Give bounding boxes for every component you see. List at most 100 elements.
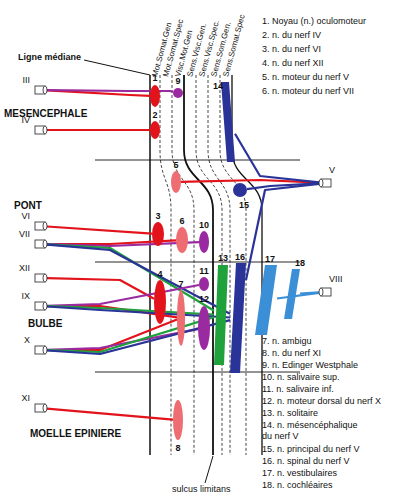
nucleus-shape: 12 — [198, 306, 210, 350]
nucleus-number: 12 — [199, 295, 209, 304]
nerve-fiber — [47, 244, 214, 310]
nucleus-shape: 17 — [255, 265, 277, 335]
region-label: PONT — [14, 200, 42, 211]
nucleus-shape: 9 — [173, 88, 183, 98]
nucleus-fill — [230, 263, 246, 373]
nucleus-outline — [284, 269, 300, 319]
nerve-label: VII — [19, 229, 30, 240]
nucleus-number: 9 — [175, 77, 180, 86]
region-label: BULBE — [28, 318, 62, 329]
cylinder-end — [43, 346, 47, 354]
nucleus-number: 11 — [199, 267, 209, 276]
nerve-cylinder — [33, 239, 47, 249]
nucleus-shape: 7 — [177, 290, 185, 346]
nucleus-number: 14 — [213, 82, 223, 91]
nerve-root: VII — [33, 239, 47, 249]
column-line — [172, 75, 194, 455]
nerve-fiber — [47, 129, 150, 131]
key-item: 3. n. du nerf VI — [262, 44, 321, 55]
nerve-root: IX — [33, 301, 47, 311]
nerve-fiber — [47, 227, 152, 234]
nucleus-shape: 3 — [152, 222, 164, 246]
key-item: 13. n. solitaire — [262, 408, 318, 419]
key-item: 11. n. salivaire inf. — [262, 384, 334, 395]
nucleus-number: 18 — [295, 259, 305, 268]
nucleus-number: 5 — [173, 161, 178, 170]
nerve-label: III — [22, 75, 30, 86]
nucleus-shape: 8 — [173, 400, 183, 440]
sulcus-line — [184, 75, 213, 455]
nucleus-outline — [214, 265, 228, 365]
nucleus-shape: 1 — [150, 85, 160, 107]
key-item: 10. n. salivaire sup. — [262, 372, 340, 383]
nerve-fiber — [246, 184, 319, 280]
nerve-root: V — [319, 178, 333, 188]
nucleus-number: 13 — [218, 254, 228, 263]
nerve-fiber — [47, 245, 230, 314]
cylinder-end — [43, 302, 47, 310]
nerve-cylinder — [319, 178, 333, 188]
key-item: 1. Noyau (n.) oculomoteur — [262, 16, 366, 27]
nucleus-shape: 6 — [176, 227, 188, 253]
nerve-cylinder — [319, 287, 333, 297]
nerve-label: VI — [21, 211, 30, 222]
cylinder-end — [43, 404, 47, 412]
nucleus-fill — [214, 265, 228, 365]
nucleus-number: 8 — [175, 444, 180, 453]
key-item: 4. n. du nerf XII — [262, 58, 324, 69]
nucleus-outline — [221, 82, 235, 162]
key-item: 14. n. mésencéphalique du nerf V — [262, 420, 364, 442]
nerve-cylinder — [33, 85, 47, 95]
nerve-cylinder — [33, 273, 47, 283]
nerve-cylinder — [33, 403, 47, 413]
cylinder-end — [43, 222, 47, 230]
key-item: 18. n. cochléaires — [262, 480, 333, 491]
cylinder-end — [43, 126, 47, 134]
nerve-root: III — [33, 85, 47, 95]
nerve-label: VIII — [329, 274, 343, 285]
nerve-cylinder — [33, 345, 47, 355]
midline-label: Ligne médiane — [18, 52, 81, 63]
cylinder-end — [43, 86, 47, 94]
nucleus-shape: 14 — [221, 82, 235, 162]
nerve-fiber — [277, 293, 319, 299]
nucleus-shape: 16 — [230, 263, 246, 373]
nucleus-shape: 2 — [150, 121, 160, 139]
nucleus-number: 3 — [155, 212, 160, 221]
nerve-label: XII — [19, 263, 30, 274]
key-item: 17. n. vestibulaires — [262, 468, 337, 479]
key-item: 6. n. moteur du nerf VII — [262, 86, 354, 97]
nucleus-shape: 4 — [154, 280, 166, 324]
nerve-root: VI — [33, 221, 47, 231]
key-item: 12. n. moteur dorsal du nerf X — [262, 396, 381, 407]
cylinder-end — [43, 274, 47, 282]
nerve-cylinder — [33, 301, 47, 311]
key-item: 5. n. moteur du nerf V — [262, 72, 349, 83]
sulcus-label: sulcus limitans — [172, 484, 231, 495]
nucleus-number: 17 — [265, 255, 275, 264]
nerve-root: VIII — [319, 287, 333, 297]
nerve-fiber — [47, 329, 198, 350]
cylinder-end — [43, 240, 47, 248]
nucleus-shape: 18 — [284, 269, 300, 319]
nerve-cylinder — [33, 221, 47, 231]
nerve-fiber — [235, 134, 319, 183]
nerve-root: X — [33, 345, 47, 355]
key-item: 16. n. spinal du nerf V — [262, 456, 350, 467]
nucleus-fill — [284, 269, 300, 319]
nucleus-shape: 10 — [199, 231, 209, 253]
key-item: 2. n. du nerf IV — [262, 30, 321, 41]
nucleus-number: 2 — [152, 111, 157, 120]
leader-line — [205, 456, 213, 483]
nerve-label: IX — [21, 291, 30, 302]
nerve-label: XI — [21, 393, 30, 404]
nucleus-number: 7 — [178, 280, 183, 289]
nucleus-fill — [221, 82, 235, 162]
nerve-root: IV — [33, 125, 47, 135]
nucleus-outline — [230, 263, 246, 373]
column-line — [160, 75, 171, 455]
region-line — [95, 160, 300, 161]
nucleus-fill — [255, 265, 277, 335]
nucleus-shape: 13 — [214, 265, 228, 365]
